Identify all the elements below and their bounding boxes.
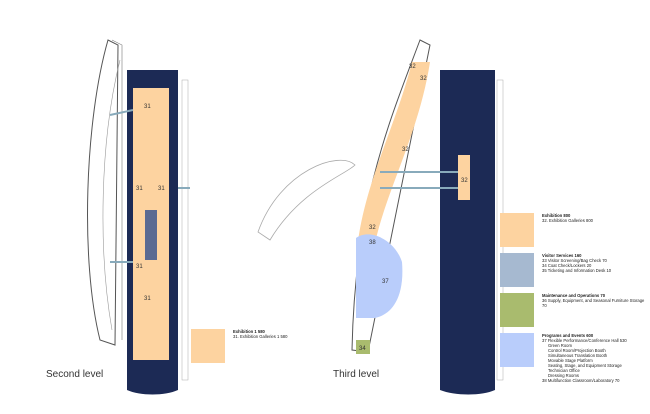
legend-item: 32. Exhibition Galleries 800 [542,218,593,223]
legend-subitem: Technician Office [548,368,580,373]
third-level-plan [351,39,504,395]
room-label: 38 [369,240,376,246]
room-label: 32 [369,225,376,231]
legend-title: Exhibition 800 [542,213,571,218]
level-title-second: Second level [46,369,104,380]
swatch-maintenance [500,293,534,327]
legend-item: 31. Exhibition Galleries 1 580 [233,334,288,339]
room-label: 32 [420,76,427,82]
legend-subitem: Movable Stage Platform [548,358,593,363]
legend-title: Visitor Services 160 [542,253,582,258]
legend-item: 37 Flexible Performance/Conference Hall … [542,338,627,343]
legend-item: 38 Multifunction Classroom/Laboratory 70 [542,378,620,383]
legend-subitem: Green Room [548,343,572,348]
legend-title: Exhibition 1 580 [233,329,265,334]
legend-subitem: Control Room/Projection Booth [548,348,606,353]
legend-programs: Programs and Events 600 37 Flexible Perf… [500,333,627,383]
swatch-programs [500,333,534,367]
room-label: 31 [158,186,165,192]
legend-item: 33 Visitor Screening/Bag Check 70 [542,258,607,263]
legend-subitem: Seating, Stage, and Equipment Storage [548,363,622,368]
swatch-exhibition [500,213,534,247]
legend-title: Programs and Events 600 [542,333,594,338]
room-label: 32 [461,178,468,184]
swatch-visitor [500,253,534,287]
legend-item: 34 Coat Check/Lockers 20 [542,263,592,268]
room-label: 31 [136,264,143,270]
legend-visitor-services: Visitor Services 160 33 Visitor Screenin… [500,253,611,287]
room-label: 31 [136,186,143,192]
level-title-third: Third level [333,369,380,380]
room-label: 32 [402,147,409,153]
legend-title: Maintenance and Operations 70 [542,293,606,298]
room-label: 34 [359,346,366,352]
swatch-exhibition [191,329,225,363]
legend-item: 36 Supply, Equipment, and Seasonal Furni… [542,298,645,308]
legend-subitem: Dressing Rooms [548,373,579,378]
second-level-plan [87,39,190,395]
room-label: 31 [144,104,151,110]
legend-item: 35 Ticketing and Information Desk 10 [542,268,612,273]
room-label: 32 [409,64,416,70]
connector-curve [257,159,356,241]
room-label: 37 [382,279,389,285]
legend-subitem: Simultaneous Translation Booth [548,353,608,358]
room-label: 31 [144,296,151,302]
